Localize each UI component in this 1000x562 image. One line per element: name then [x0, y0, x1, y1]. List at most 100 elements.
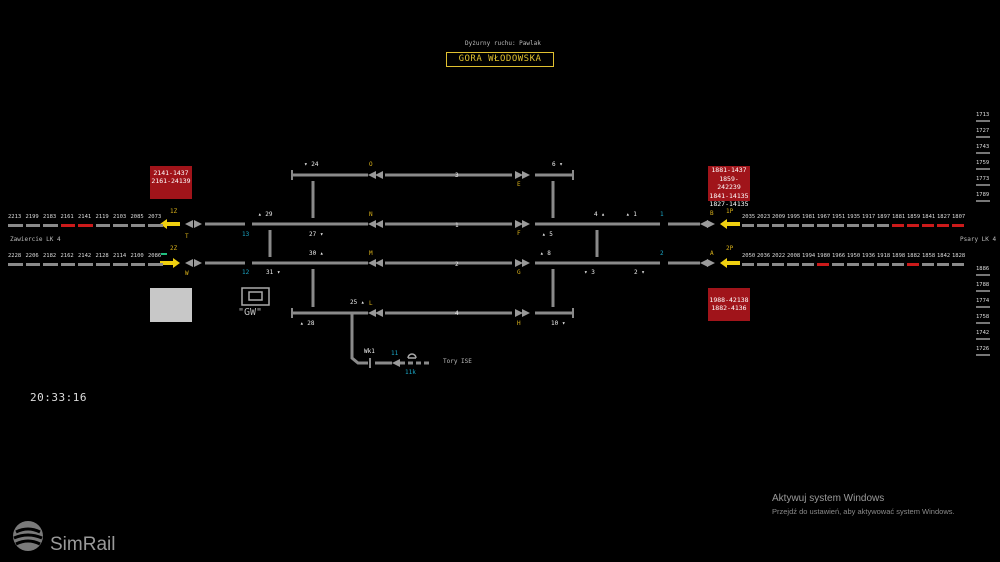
axle-counter-label: 2100	[130, 253, 144, 259]
station-name: GORA WŁODOWSKA	[446, 52, 554, 67]
axle-counter-label: 2086	[148, 253, 162, 259]
axle-counter-label: 2141	[78, 214, 92, 220]
signal-M[interactable]: M	[369, 250, 373, 257]
axle-counter-label: 1918	[877, 253, 891, 259]
signal-2P[interactable]: 2P	[726, 245, 734, 252]
signal-G[interactable]: G	[517, 269, 521, 276]
axle-counter-label: 1995	[787, 214, 801, 220]
signal-E[interactable]: E	[517, 181, 521, 188]
track-number-3: 3	[455, 172, 459, 179]
signal-H[interactable]: H	[517, 320, 521, 327]
axle-counter-label: 1788	[976, 282, 991, 298]
track-section	[907, 263, 919, 266]
track-section	[113, 263, 128, 266]
signal-E-arrow	[522, 171, 530, 179]
track-section	[60, 224, 75, 227]
signal-1Z[interactable]: 1Z	[170, 208, 178, 215]
train-info-line: 1988-42138	[709, 296, 749, 304]
switch-3: ▾ 3	[584, 269, 595, 276]
signal-O-arrow	[368, 171, 376, 179]
signal-W[interactable]: W	[185, 270, 189, 277]
signal-L[interactable]: L	[369, 300, 373, 307]
train-info-line: 1859-242239	[717, 174, 741, 192]
switch-27: 27 ▾	[309, 231, 324, 238]
circuit-11k: 11k	[405, 369, 416, 376]
windows-activation-title: Aktywuj system Windows	[772, 493, 885, 504]
axle-counter-label: 1935	[847, 214, 861, 220]
signal-N[interactable]: N	[369, 211, 373, 218]
track-section	[922, 224, 934, 227]
switch-8: ▴ 8	[540, 250, 551, 257]
train-info-line: 1841-14135	[709, 191, 749, 200]
axle-counter-label: 2161	[60, 214, 74, 220]
track-section	[148, 224, 163, 227]
switch-31: 31 ▾	[266, 269, 281, 276]
axle-counter-label: 1966	[832, 253, 846, 259]
axle-counter-label: 1774	[976, 298, 991, 314]
track-section	[817, 224, 829, 227]
track-section	[922, 263, 934, 266]
train-info-line: 1827-14135	[709, 200, 749, 208]
axle-counter-label: 1951	[832, 214, 846, 220]
axle-counter-label: 1759	[976, 160, 991, 176]
axle-counter-label: 2114	[113, 253, 127, 259]
axle-counter-label: 1742	[976, 330, 991, 346]
axle-counter-label: 2009	[772, 214, 786, 220]
circuit-2: 2	[660, 250, 664, 257]
axle-counter-label: 2103	[113, 214, 127, 220]
track-section	[742, 263, 754, 266]
signal-A[interactable]: A	[710, 250, 714, 257]
axle-counter-label: 1773	[976, 176, 991, 192]
track-section	[907, 224, 919, 227]
axle-counter-label: 1936	[862, 253, 876, 259]
station-building-icon	[241, 287, 270, 306]
circuit-13: 13	[242, 231, 250, 238]
axle-counter-label: 2022	[772, 253, 786, 259]
switch-29: ▴ 29	[258, 211, 273, 218]
axle-counter-label: 1994	[802, 253, 816, 259]
track-section	[113, 224, 128, 227]
signal-1P[interactable]: 1P	[726, 208, 734, 215]
signal-N-arrow	[368, 220, 376, 228]
track-section	[937, 224, 949, 227]
track-section	[95, 263, 110, 266]
signal-F-arrow	[522, 220, 530, 228]
axle-counter-label: 1789	[976, 192, 991, 208]
track-section	[43, 224, 58, 227]
clock: 20:33:16	[30, 391, 87, 404]
signal-O[interactable]: O	[369, 161, 373, 168]
track-section	[60, 263, 75, 266]
signal-Wk1[interactable]: Wk1	[364, 348, 375, 355]
track-section	[787, 263, 799, 266]
signal-B[interactable]: B	[710, 210, 714, 217]
axle-counter-label: 2206	[25, 253, 39, 259]
signal-1Z-arrow	[160, 219, 167, 229]
track-section	[43, 263, 58, 266]
train-info-line: 2161-24139	[151, 177, 191, 185]
track-section	[847, 263, 859, 266]
train-info-line: 1882-4136	[711, 304, 747, 312]
axle-counter-label: 2035	[742, 214, 756, 220]
axle-counter-label: 1981	[802, 214, 816, 220]
signal-T[interactable]: T	[185, 233, 189, 240]
signal-2Z[interactable]: 2Z	[170, 245, 178, 252]
switch-6: 6 ▾	[552, 161, 563, 168]
switch-2: 2 ▾	[634, 269, 645, 276]
dispatcher-label: Dyżurny ruchu: Pawlak	[465, 40, 541, 47]
axle-counter-label: 2213	[8, 214, 22, 220]
track-section	[742, 224, 754, 227]
switch-5: ▴ 5	[542, 231, 553, 238]
station-panel-placeholder[interactable]	[150, 288, 192, 322]
signal-2P-arrow	[720, 258, 727, 268]
train-info-line: 2141-1437	[153, 169, 189, 177]
axle-counter-label: 1727	[976, 128, 991, 144]
axle-counter-label: 1758	[976, 314, 991, 330]
signal-1P-arrow	[720, 219, 727, 229]
track-number-1: 1	[455, 222, 459, 229]
signal-F[interactable]: F	[517, 230, 521, 237]
axle-counter-label: 2162	[60, 253, 74, 259]
